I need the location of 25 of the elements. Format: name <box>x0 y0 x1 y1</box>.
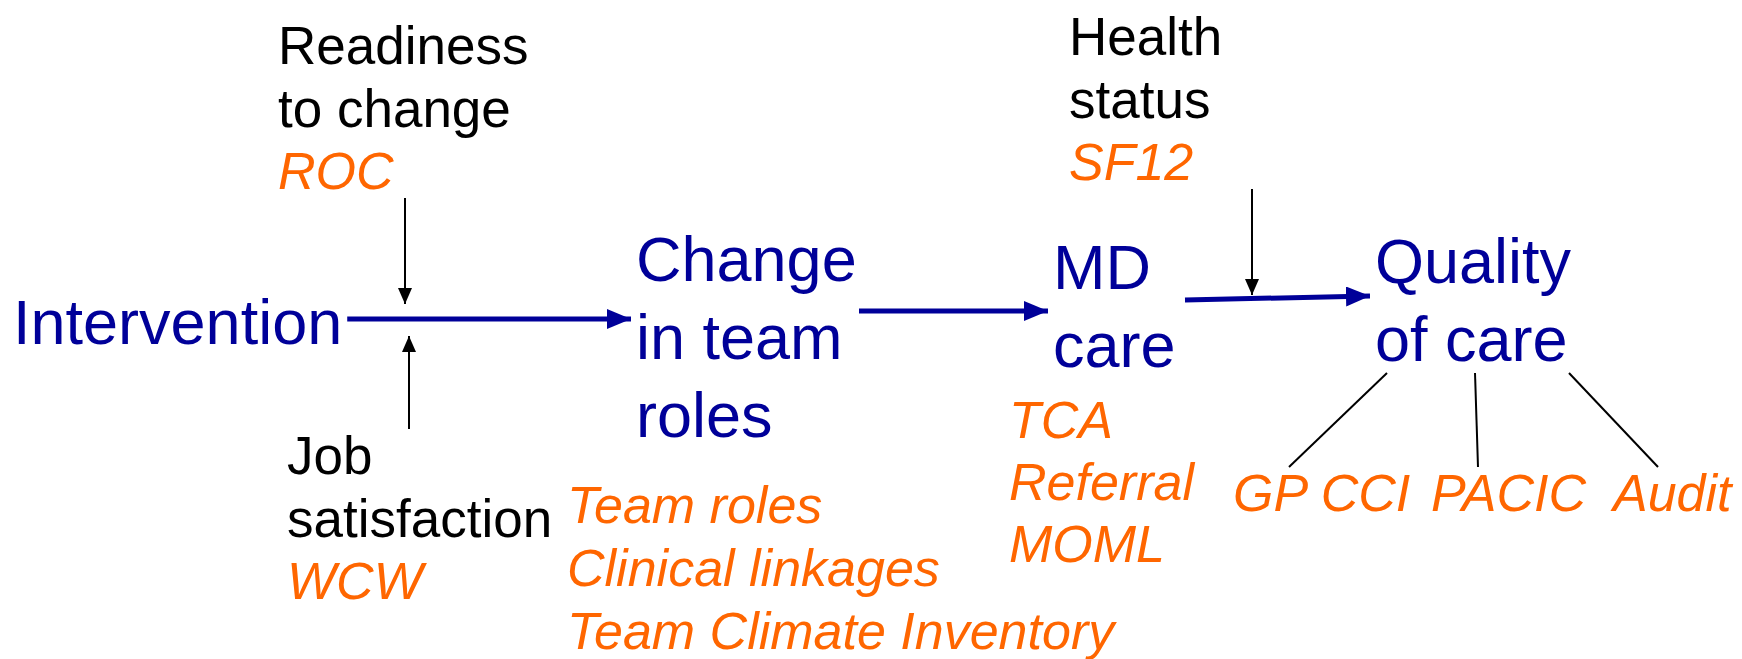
arrow <box>1184 286 1371 307</box>
measure-label: PACIC <box>1431 463 1587 524</box>
arrow <box>859 301 1048 321</box>
moderator-label: Health status <box>1069 6 1224 131</box>
measure-label: SF12 <box>1069 132 1194 193</box>
moderator-label: Readiness to change <box>278 15 530 140</box>
concept-label: MD care <box>1053 231 1177 382</box>
connector-line <box>1474 372 1479 468</box>
concept-label: Quality of care <box>1375 225 1573 376</box>
moderator-label: Job satisfaction <box>287 425 554 550</box>
measure-label: ROC <box>278 141 394 202</box>
measure-label: GP CCI <box>1233 463 1411 524</box>
connector-line <box>1568 372 1659 468</box>
measure-label: Referral <box>1009 452 1194 513</box>
arrow <box>398 197 412 305</box>
arrow <box>1245 188 1259 296</box>
concept-label: Change in team roles <box>636 223 857 452</box>
arrow <box>402 335 416 430</box>
concept-label: Intervention <box>13 286 343 359</box>
measure-label: MOML <box>1009 514 1165 575</box>
measure-label: Clinical linkages <box>567 538 940 599</box>
connector-line <box>1288 372 1388 468</box>
measure-label: Team roles <box>567 475 823 536</box>
measure-label: TCA <box>1009 390 1113 451</box>
arrow <box>347 309 631 329</box>
